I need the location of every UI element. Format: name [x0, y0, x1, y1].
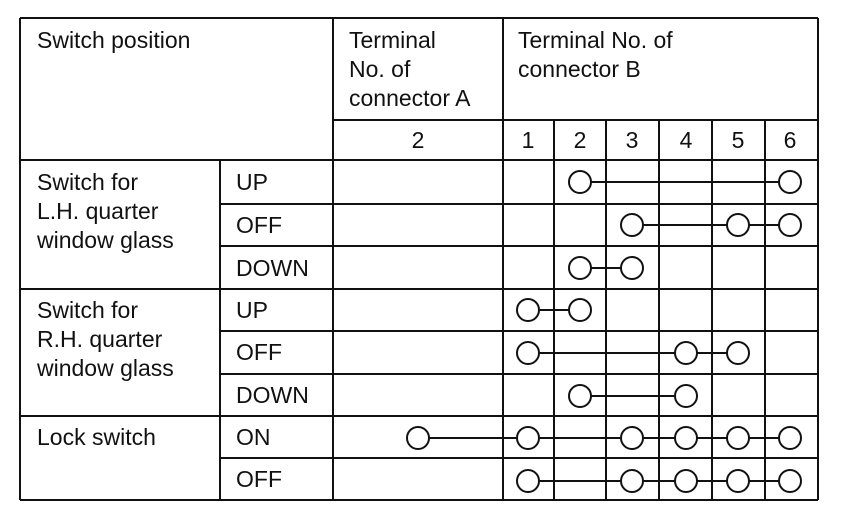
- terminal-b-4-label: 4: [680, 127, 693, 153]
- terminal-node-b6-g2-r1: [778, 469, 802, 493]
- terminal-node-b4-g1-r2: [674, 384, 698, 408]
- position-lock-off: OFF: [236, 466, 282, 492]
- terminal-node-b2-g1-r2: [568, 384, 592, 408]
- terminal-node-b1-g2-r1: [516, 469, 540, 493]
- terminal-node-b4-g1-r1: [674, 341, 698, 365]
- connector-b-header-line-1: Terminal No. of: [518, 27, 673, 53]
- terminal-node-b1-g1-r1: [516, 341, 540, 365]
- terminal-node-b3-g0-r2: [620, 256, 644, 280]
- terminal-node-b1-g1-r0: [516, 298, 540, 322]
- position-rh-up: UP: [236, 297, 268, 323]
- group-lock-label: Lock switch: [37, 424, 156, 450]
- position-lh-down: DOWN: [236, 255, 309, 281]
- switch-position-header: Switch position: [37, 27, 190, 53]
- terminal-node-b4-g2-r1: [674, 469, 698, 493]
- terminal-node-b2-g0-r2: [568, 256, 592, 280]
- terminal-node-b2-g1-r0: [568, 298, 592, 322]
- group-rh-label-line-2: R.H. quarter: [37, 326, 163, 352]
- terminal-b-3-label: 3: [626, 127, 639, 153]
- connector-b-header-line-2: connector B: [518, 56, 641, 82]
- position-lh-up: UP: [236, 169, 268, 195]
- terminal-b-2-label: 2: [574, 127, 587, 153]
- group-lh-label-line-2: L.H. quarter: [37, 198, 159, 224]
- group-lh-label-line-1: Switch for: [37, 169, 138, 195]
- terminal-node-b5-g2-r0: [726, 426, 750, 450]
- terminal-node-b6-g0-r1: [778, 213, 802, 237]
- terminal-node-b5-g1-r1: [726, 341, 750, 365]
- terminal-node-b3-g0-r1: [620, 213, 644, 237]
- position-rh-off: OFF: [236, 339, 282, 365]
- group-rh-label-line-1: Switch for: [37, 297, 138, 323]
- terminal-node-b5-g0-r1: [726, 213, 750, 237]
- position-lock-on: ON: [236, 424, 271, 450]
- table-grid: [19, 17, 819, 501]
- terminal-node-b1-g2-r0: [516, 426, 540, 450]
- terminal-b-1-label: 1: [522, 127, 535, 153]
- position-rh-down: DOWN: [236, 382, 309, 408]
- terminal-node-b2-g0-r0: [568, 170, 592, 194]
- connector-a-header-line-2: No. of: [349, 56, 411, 82]
- continuity-connections: [406, 170, 802, 493]
- terminal-node-b4-g2-r0: [674, 426, 698, 450]
- terminal-b-5-label: 5: [732, 127, 745, 153]
- terminal-b-6-label: 6: [784, 127, 797, 153]
- terminal-a-2-label: 2: [412, 127, 425, 153]
- position-lh-off: OFF: [236, 212, 282, 238]
- terminal-node-b5-g2-r1: [726, 469, 750, 493]
- group-lh-label-line-3: window glass: [36, 227, 174, 253]
- group-rh-label-line-3: window glass: [36, 355, 174, 381]
- connector-a-header-line-3: connector A: [349, 85, 471, 111]
- terminal-node-b3-g2-r0: [620, 426, 644, 450]
- terminal-node-a2-g2-r0: [406, 426, 430, 450]
- terminal-node-b6-g2-r0: [778, 426, 802, 450]
- connector-a-header-line-1: Terminal: [349, 27, 436, 53]
- terminal-node-b3-g2-r1: [620, 469, 644, 493]
- terminal-node-b6-g0-r0: [778, 170, 802, 194]
